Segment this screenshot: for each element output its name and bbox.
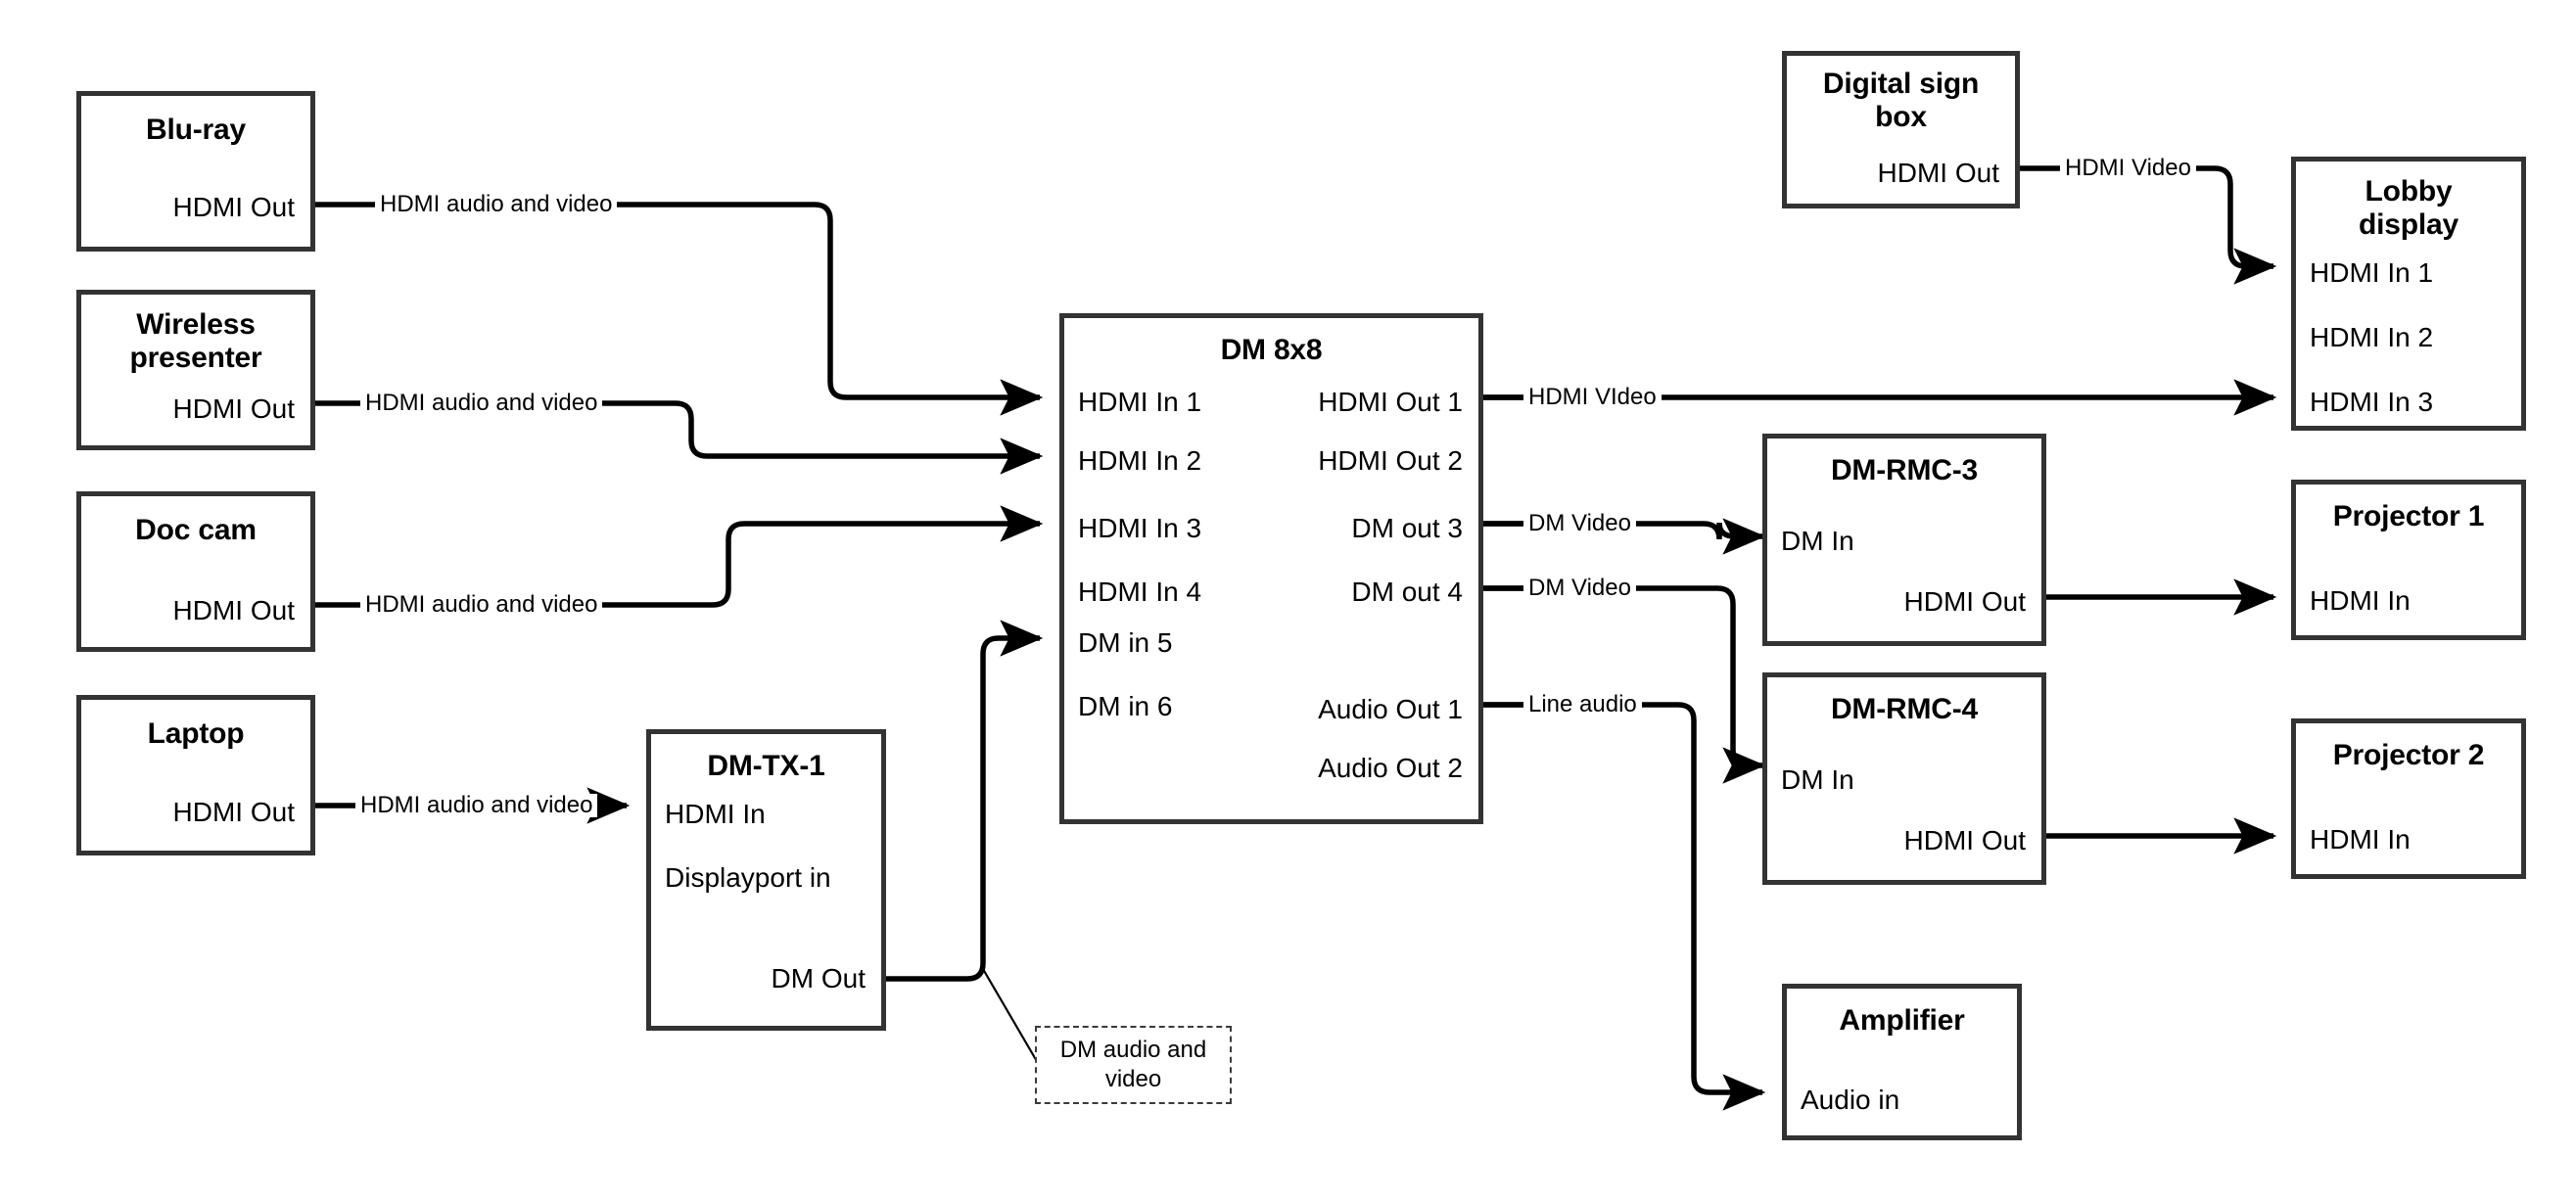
port-hdmi-in-1: HDMI In 1 — [2310, 257, 2434, 288]
port-dm-out: DM Out — [771, 963, 866, 993]
node-title: Blu-ray — [146, 114, 246, 146]
port-hdmi-in: HDMI In — [2310, 585, 2411, 616]
port-hdmi-out-1: HDMI Out 1 — [1318, 387, 1463, 417]
node-blu-ray[interactable]: Blu-ray HDMI Out — [76, 91, 315, 252]
node-title: DM-RMC-3 — [1830, 454, 1979, 486]
port-hdmi-out-2: HDMI Out 2 — [1318, 445, 1463, 476]
port-displayport-in: Displayport in — [665, 862, 831, 893]
wire-label-laptop: HDMI audio and video — [355, 794, 598, 817]
port-audio-out-2: Audio Out 2 — [1318, 753, 1463, 783]
node-dm-rmc-3[interactable]: DM-RMC-3 DM In HDMI Out — [1762, 434, 2046, 646]
port-hdmi-out: HDMI Out — [172, 595, 295, 625]
port-hdmi-out: HDMI Out — [1903, 825, 2026, 855]
node-title: Digital sign box — [1822, 68, 1980, 133]
port-dm-in: DM In — [1781, 526, 1854, 556]
node-title: Lobby display — [2359, 175, 2459, 241]
wire-label-dm-out-4: DM Video — [1523, 577, 1636, 600]
node-title: Projector 2 — [2332, 739, 2485, 771]
port-hdmi-in-4: HDMI In 4 — [1078, 577, 1202, 607]
wire-bluray-to-dm8x8 — [315, 202, 1044, 416]
wire-digitalsign-to-lobby — [2020, 165, 2277, 285]
node-title: DM-RMC-4 — [1830, 693, 1979, 725]
port-hdmi-out: HDMI Out — [172, 393, 295, 424]
wire-label-digital-sign: HDMI Video — [2060, 157, 2196, 180]
node-dm-rmc-4[interactable]: DM-RMC-4 DM In HDMI Out — [1762, 672, 2046, 885]
wire-label-dm-out-3: DM Video — [1523, 512, 1636, 535]
node-laptop[interactable]: Laptop HDMI Out — [76, 695, 315, 855]
node-lobby-display[interactable]: Lobby display HDMI In 1 HDMI In 2 HDMI I… — [2291, 157, 2526, 431]
port-dm-in: DM In — [1781, 764, 1854, 795]
node-projector-2[interactable]: Projector 2 HDMI In — [2291, 718, 2526, 879]
wire-dm8x8-audioout1-to-amplifier — [1483, 702, 1766, 1111]
port-hdmi-in: HDMI In — [665, 799, 766, 829]
port-dm-in-5: DM in 5 — [1078, 627, 1173, 658]
port-dm-out-3: DM out 3 — [1351, 513, 1463, 543]
node-amplifier[interactable]: Amplifier Audio in — [1782, 984, 2022, 1140]
node-title: Doc cam — [135, 514, 257, 546]
annotation-leader-line — [982, 968, 1039, 1064]
node-title: DM 8x8 — [1220, 334, 1323, 366]
wire-label-bluray: HDMI audio and video — [375, 193, 618, 216]
port-hdmi-out: HDMI Out — [1877, 158, 1999, 188]
port-hdmi-in: HDMI In — [2310, 824, 2411, 855]
node-title: Projector 1 — [2332, 500, 2485, 532]
port-hdmi-out: HDMI Out — [172, 192, 295, 222]
annotation-dm-audio-and-video: DM audio and video — [1035, 1026, 1232, 1104]
port-hdmi-in-1: HDMI In 1 — [1078, 387, 1202, 417]
port-audio-in: Audio in — [1801, 1085, 1900, 1115]
node-doc-cam[interactable]: Doc cam HDMI Out — [76, 491, 315, 652]
wire-label-dm-hdmi-out-1: HDMI VIdeo — [1523, 386, 1662, 409]
node-title: Wireless presenter — [129, 308, 262, 374]
node-title: Laptop — [147, 717, 245, 750]
port-hdmi-in-2: HDMI In 2 — [1078, 445, 1202, 476]
wire-dmtx1-to-dm8x8 — [886, 620, 1044, 982]
node-title: Amplifier — [1839, 1004, 1965, 1037]
port-hdmi-in-3: HDMI In 3 — [1078, 513, 1202, 543]
wire-label-audio-out-1: Line audio — [1523, 693, 1642, 716]
port-hdmi-in-3: HDMI In 3 — [2310, 387, 2434, 417]
wire-dm8x8-dmout4-to-dmrmc4 — [1483, 585, 1766, 784]
port-audio-out-1: Audio Out 1 — [1318, 694, 1463, 724]
wire-label-doccam: HDMI audio and video — [360, 593, 603, 617]
port-dm-out-4: DM out 4 — [1351, 577, 1463, 607]
node-title: DM-TX-1 — [707, 750, 825, 782]
port-hdmi-in-2: HDMI In 2 — [2310, 322, 2434, 352]
node-dm-8x8[interactable]: DM 8x8 HDMI In 1 HDMI In 2 HDMI In 3 HDM… — [1059, 313, 1483, 824]
node-projector-1[interactable]: Projector 1 HDMI In — [2291, 480, 2526, 640]
port-dm-in-6: DM in 6 — [1078, 691, 1173, 721]
port-hdmi-out: HDMI Out — [172, 797, 295, 827]
node-dm-tx-1[interactable]: DM-TX-1 HDMI In Displayport in DM Out — [646, 729, 886, 1031]
node-wireless-presenter[interactable]: Wireless presenter HDMI Out — [76, 290, 315, 450]
node-digital-sign-box[interactable]: Digital sign box HDMI Out — [1782, 51, 2020, 208]
wire-label-wireless: HDMI audio and video — [360, 392, 603, 415]
port-hdmi-out: HDMI Out — [1903, 586, 2026, 617]
